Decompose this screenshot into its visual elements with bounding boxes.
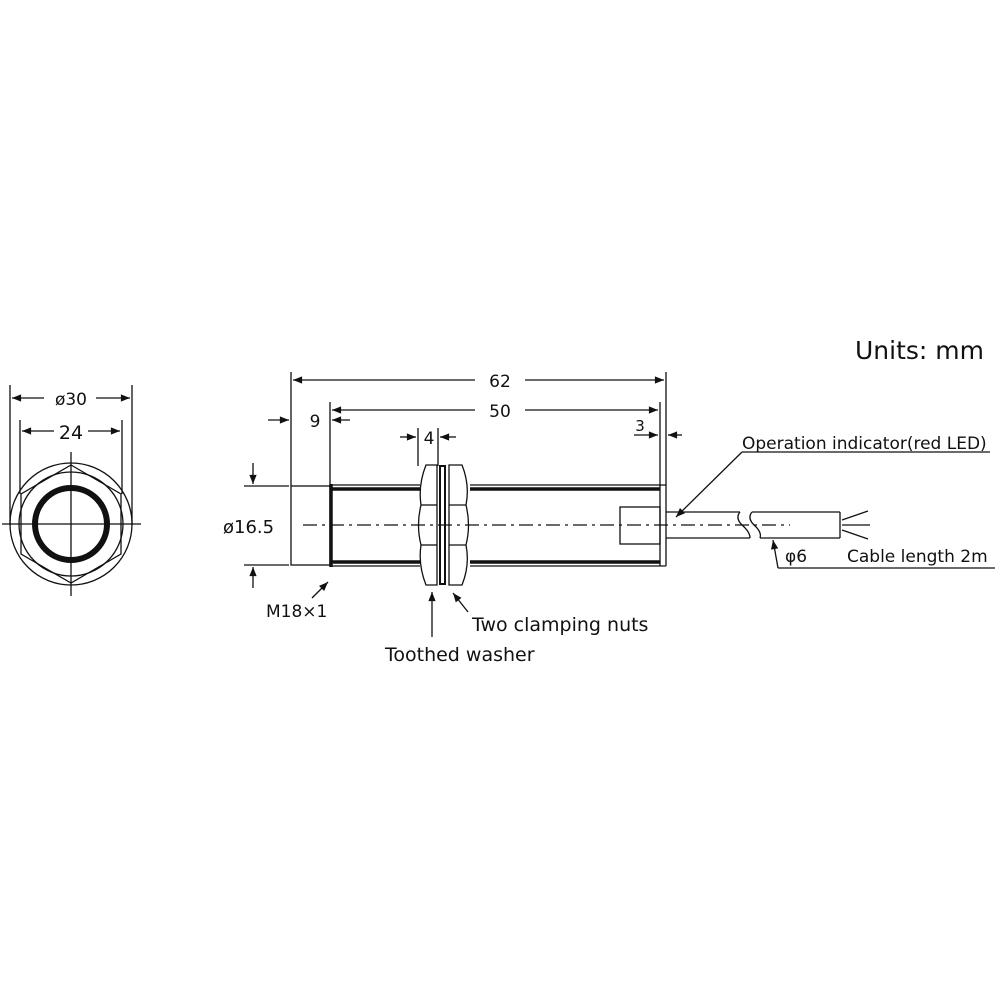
washer-callout: Toothed washer: [384, 644, 535, 666]
across-flats-label: 24: [59, 422, 83, 444]
thread-label: M18×1: [266, 602, 327, 622]
nut-width-label: 4: [424, 429, 435, 449]
end-cap-label: 3: [635, 417, 645, 435]
outer-diameter-label: ø30: [55, 390, 87, 410]
indicator-callout: Operation indicator(red LED): [742, 434, 987, 454]
side-view: 62 50 9 4 3 ø16.5: [223, 372, 995, 666]
thread-length-label: 50: [489, 402, 511, 422]
cable-diameter-label: φ6: [785, 547, 807, 567]
total-length-label: 62: [489, 372, 511, 392]
cable-length-callout: Cable length 2m: [847, 547, 988, 567]
front-diameter-label: ø16.5: [223, 517, 274, 538]
end-view: ø30 24: [2, 385, 141, 596]
clamping-nuts: [417, 464, 470, 586]
nuts-callout: Two clamping nuts: [471, 614, 648, 636]
front-length-label: 9: [310, 412, 321, 432]
units-label: Units: mm: [855, 336, 984, 365]
